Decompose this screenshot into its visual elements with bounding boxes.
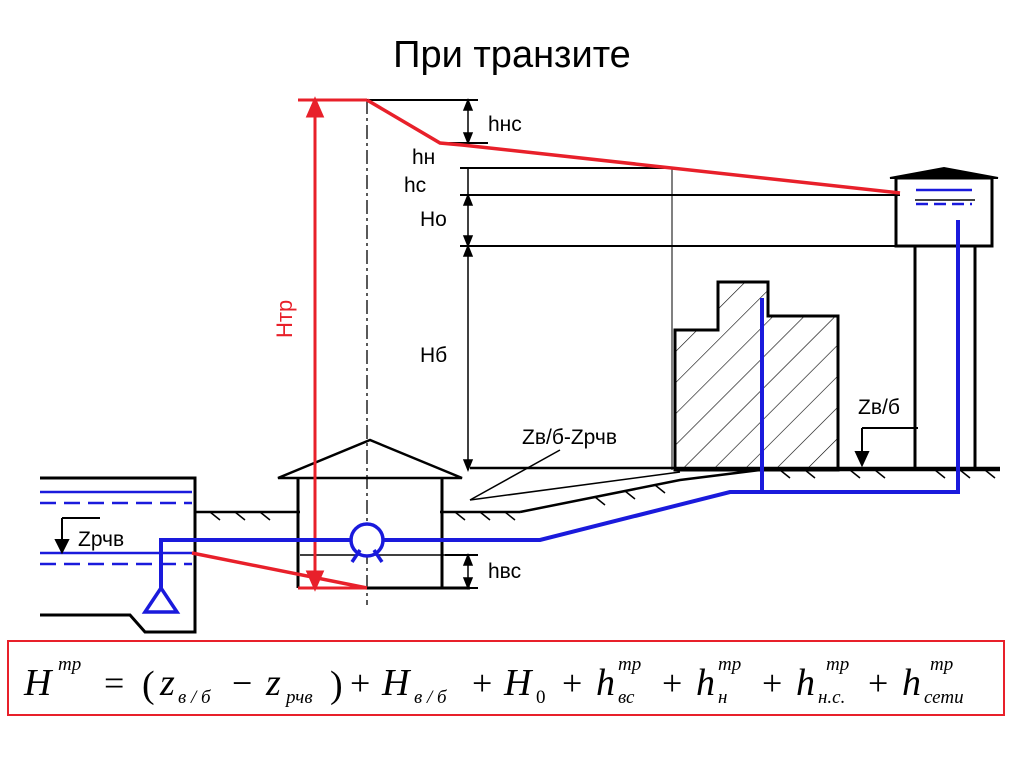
label-z-rchv: Zрчв	[78, 528, 124, 551]
label-H-tr: Нтр	[272, 300, 297, 338]
clean-water-reservoir	[40, 476, 197, 634]
reservoir-water-levels	[40, 490, 192, 566]
label-H-o: Но	[420, 208, 447, 231]
label-h-c: hс	[404, 174, 426, 197]
formula-z1-sub: в / б	[178, 687, 212, 708]
formula-close-paren: )	[330, 664, 343, 706]
formula-h0-sub: 0	[536, 687, 546, 708]
tower-water-level	[916, 188, 972, 206]
label-z-diff: Zв/б-Zрчв	[522, 426, 617, 449]
formula-h-n: h	[696, 662, 715, 704]
label-z-vb: Zв/б	[858, 396, 900, 419]
formula-h-vc: h	[596, 662, 615, 704]
page-title: При транзите	[393, 34, 631, 76]
formula-h-net-sup: тр	[930, 654, 953, 675]
z-vb-arrow	[854, 427, 918, 468]
formula: H тр = ( z в / б − z рчв ) + H в / б + H…	[23, 654, 964, 708]
formula-h-net: h	[902, 662, 921, 704]
water-tower	[889, 166, 999, 468]
formula-eq: =	[104, 663, 124, 703]
label-h-n: hн	[412, 146, 435, 169]
formula-plus-6: +	[868, 663, 888, 703]
piezometric-line	[191, 98, 901, 590]
formula-h-vc-sup: тр	[618, 654, 641, 675]
formula-plus-5: +	[762, 663, 782, 703]
formula-hvb: H	[381, 662, 412, 704]
formula-plus-3: +	[562, 663, 582, 703]
formula-lhs-sup: тр	[58, 654, 81, 675]
label-h-nc: hнс	[488, 113, 522, 136]
formula-h-n-sub: н	[718, 687, 727, 708]
formula-z1: z	[159, 662, 175, 704]
reference-lines	[367, 99, 900, 589]
ground-hatch-ticks	[209, 469, 996, 521]
formula-box	[7, 640, 1005, 716]
formula-h-vc-sub: вс	[618, 687, 635, 708]
formula-plus-1: +	[350, 663, 370, 703]
formula-plus-4: +	[662, 663, 682, 703]
formula-z2-sub: рчв	[284, 687, 313, 708]
formula-lhs: H	[23, 662, 54, 704]
pump-station-building	[277, 438, 470, 590]
formula-open-paren: (	[142, 664, 155, 706]
label-H-b: Нб	[420, 344, 447, 367]
formula-plus-2: +	[472, 663, 492, 703]
formula-minus: −	[232, 663, 252, 703]
building	[673, 280, 840, 472]
formula-h-nc: h	[796, 662, 815, 704]
formula-h-net-sub: сети	[924, 687, 964, 708]
formula-h-nc-sup: тр	[826, 654, 849, 675]
intake-strainer-icon	[141, 584, 181, 614]
water-pipeline	[159, 220, 960, 590]
formula-z2: z	[265, 662, 281, 704]
formula-h-n-sup: тр	[718, 654, 741, 675]
z-rchv-arrow	[54, 517, 100, 555]
pump-icon	[349, 522, 385, 563]
slope-fill-line	[469, 471, 681, 501]
formula-hvb-sub: в / б	[414, 687, 448, 708]
label-h-vc: hвс	[488, 560, 521, 583]
formula-h0: H	[503, 662, 534, 704]
formula-h-nc-sub: н.с.	[818, 687, 845, 708]
htr-dimension	[298, 96, 367, 592]
z-diff-leader	[469, 449, 561, 501]
dimension-line-main	[462, 97, 474, 591]
